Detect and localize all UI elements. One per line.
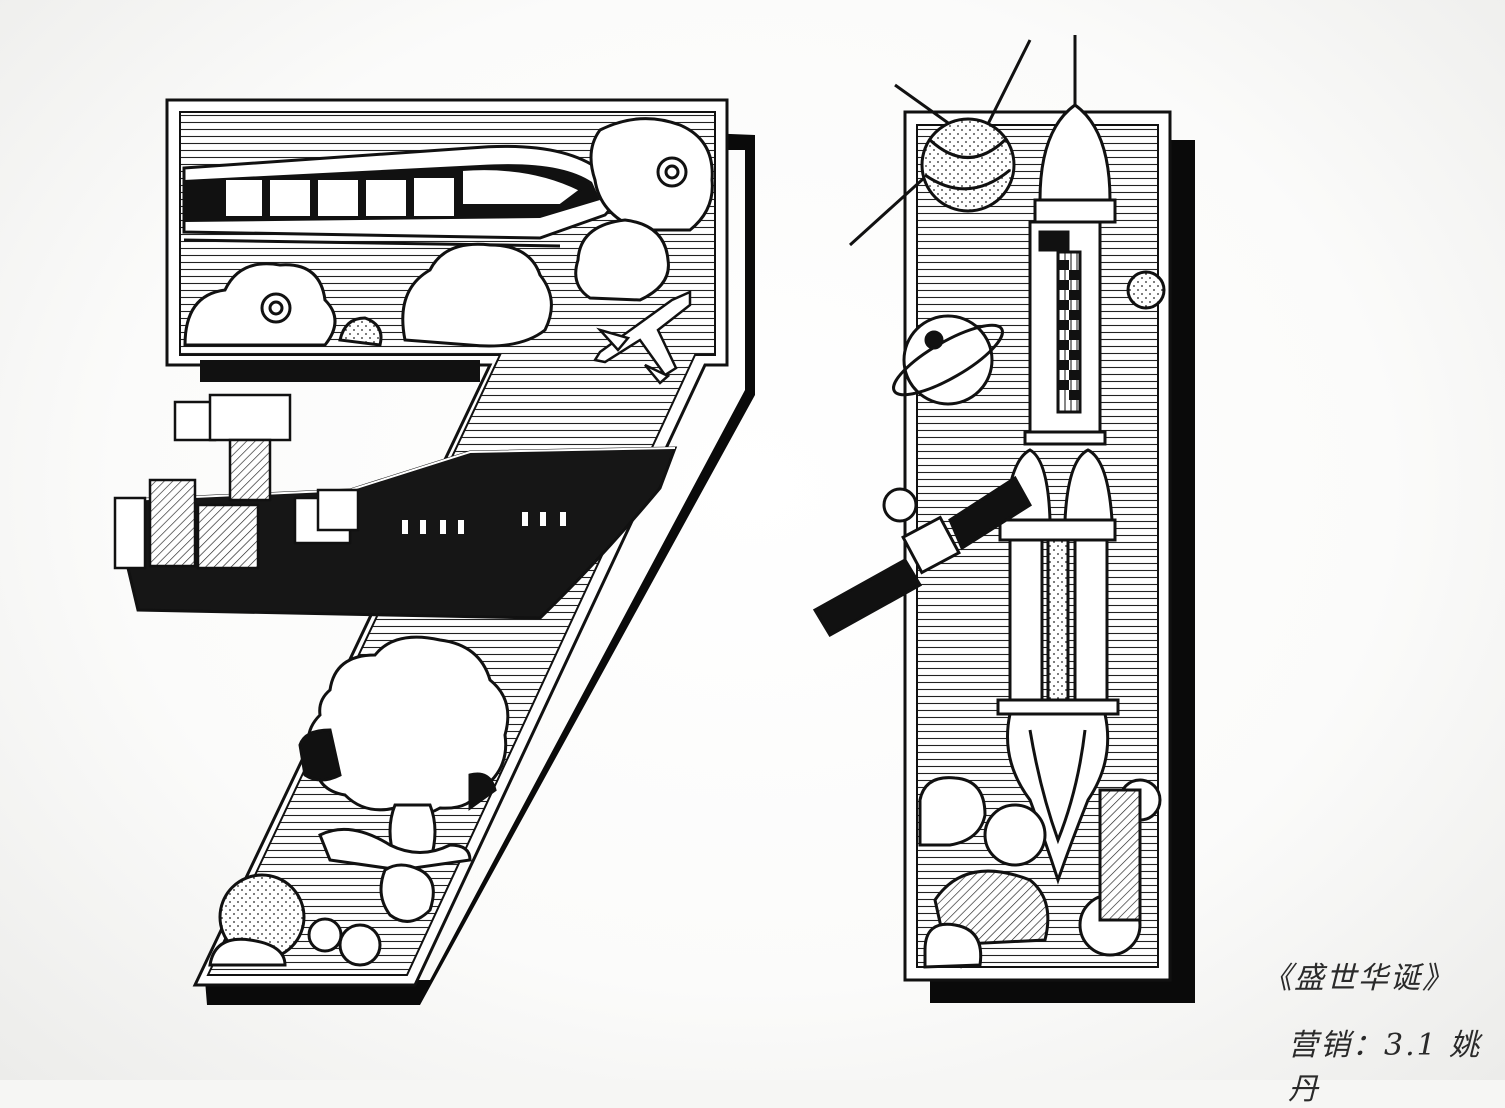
ringed-planet [892,270,1166,406]
artwork-title: 《盛世华诞》 [1262,961,1454,996]
paper-background [0,0,1505,1080]
sputnik-satellite [848,39,1032,247]
aircraft-carrier [113,360,678,620]
long-march-rocket [996,35,1120,885]
high-speed-train [182,144,616,248]
clouds-top [183,117,714,348]
mushroom-cloud [298,635,510,923]
bottom-planets [208,873,382,967]
launch-site [918,776,1162,969]
digit-one [812,35,1195,1003]
digit-seven [113,98,755,1005]
solar-satellite [812,475,1032,638]
artwork-author: 营销：3.1 姚丹 [1288,1028,1482,1107]
drawing-canvas [113,35,1195,1005]
fighter-jet [592,290,692,385]
